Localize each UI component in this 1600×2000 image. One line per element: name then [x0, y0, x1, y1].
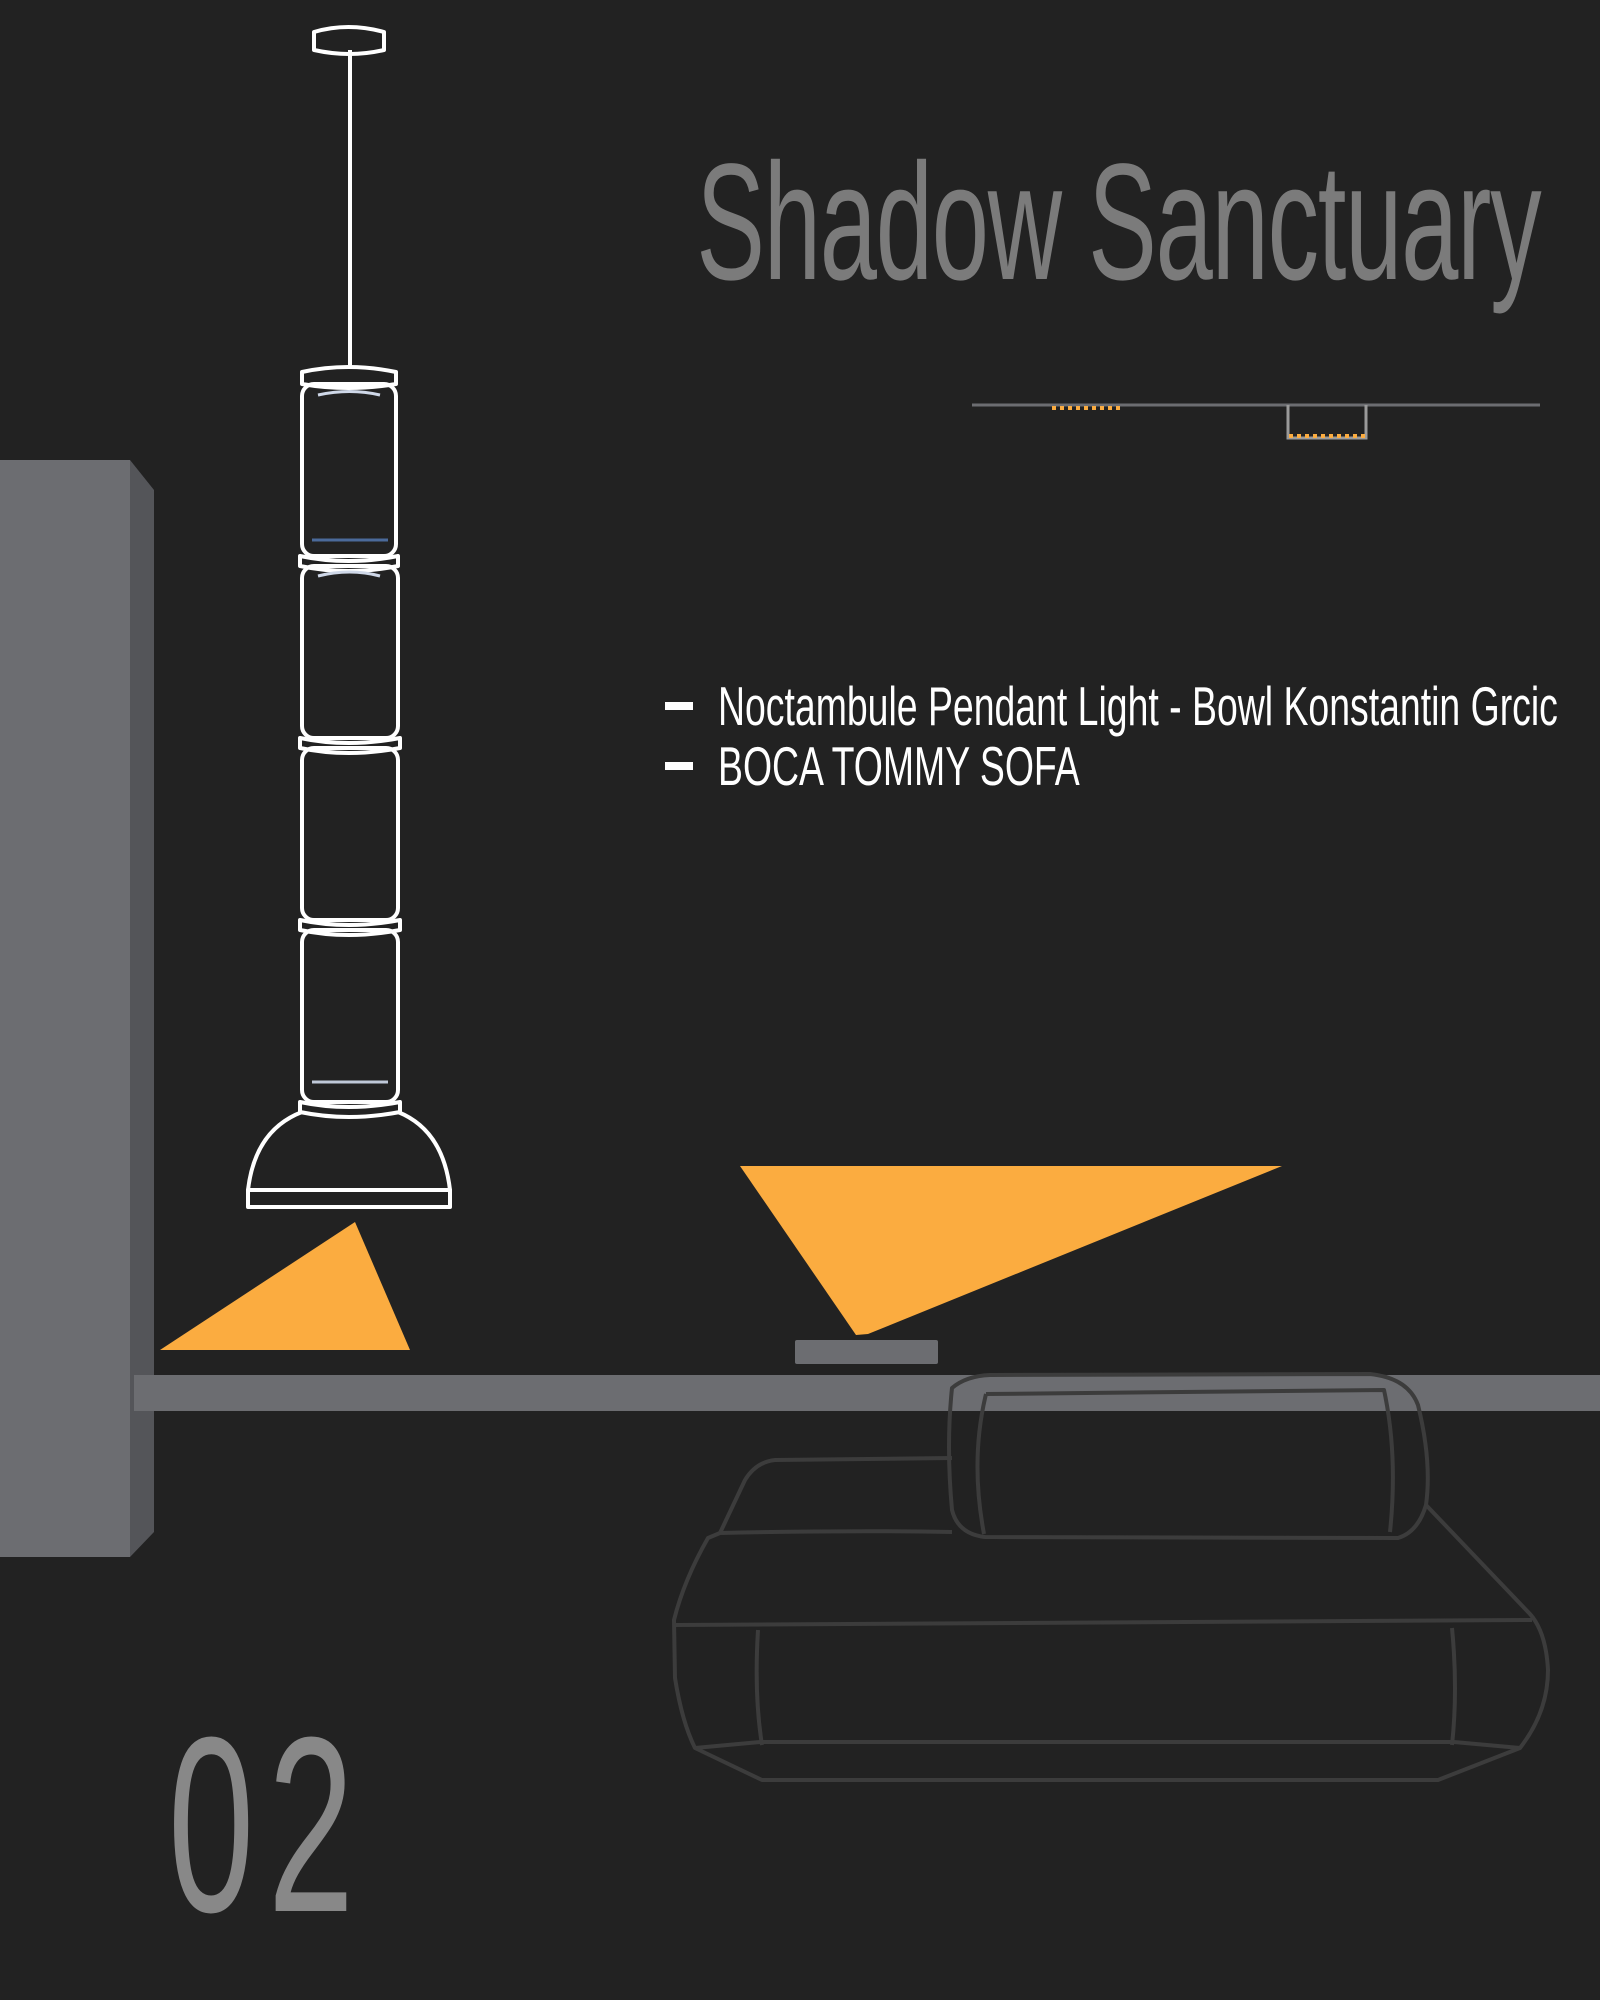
page-number: 02: [168, 1685, 368, 1964]
dash-bullet: [665, 702, 693, 710]
page-title: Shadow Sanctuary: [695, 130, 1541, 315]
product-name: BOCA TOMMY SOFA: [718, 735, 1080, 797]
surface-light-fixture: [795, 1340, 938, 1364]
light-beam-center: [740, 1166, 1282, 1335]
pendant-lamp-icon: [246, 25, 452, 1209]
list-item: BOCA TOMMY SOFA: [665, 736, 1600, 796]
product-name: Noctambule Pendant Light - Bowl Konstant…: [718, 675, 1558, 737]
sofa-outline-icon: [672, 1372, 1550, 1782]
product-list: Noctambule Pendant Light - Bowl Konstant…: [665, 676, 1600, 796]
dash-bullet: [665, 762, 693, 770]
wall-panel: [0, 460, 154, 1557]
shelf-slab: [134, 1360, 1600, 1411]
led-strip-icon: [972, 403, 1540, 440]
light-beam-left: [160, 1222, 410, 1350]
list-item: Noctambule Pendant Light - Bowl Konstant…: [665, 676, 1600, 736]
